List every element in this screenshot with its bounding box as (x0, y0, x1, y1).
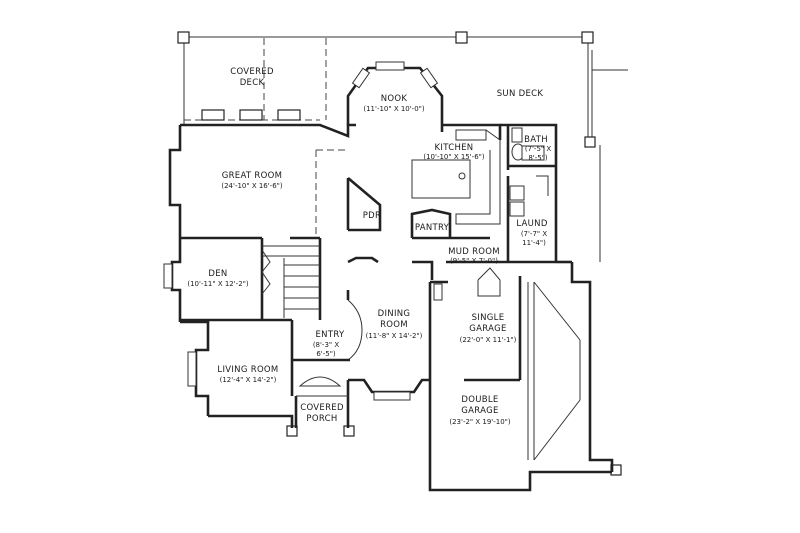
room-label-text: SUN DECK (497, 89, 544, 99)
covered-porch-label: COVERED PORCH (300, 403, 344, 424)
room-label-text: DECK (240, 78, 265, 88)
sun-deck-label: SUN DECK (497, 89, 544, 99)
room-label-text: (11'-8" X 14'-2") (366, 332, 423, 340)
room-label-text: (10'-11" X 12'-2") (187, 280, 248, 288)
kitchen-label: KITCHEN (10'-10" X 15'-6") (423, 143, 484, 161)
room-labels: COVERED DECK NOOK (11'-10" X 10'-0") SUN… (187, 67, 551, 426)
room-label-text: KITCHEN (435, 143, 474, 153)
room-label-text: (11'-10" X 10'-0") (363, 105, 424, 113)
room-label-text: (12'-4" X 14'-2") (220, 376, 277, 384)
room-label-text: DINING (378, 309, 411, 319)
nook-label: NOOK (11'-10" X 10'-0") (363, 94, 424, 113)
room-label-text: PDR (363, 211, 381, 221)
room-label-text: LIVING ROOM (217, 365, 278, 375)
room-label-text: (24'-10" X 16'-6") (221, 182, 282, 190)
covered-deck-label: COVERED DECK (230, 67, 274, 88)
living-room-label: LIVING ROOM (12'-4" X 14'-2") (217, 365, 278, 384)
double-garage-label: DOUBLE GARAGE (23'-2" X 19'-10") (449, 395, 510, 426)
room-label-text: COVERED (230, 67, 274, 77)
room-label-text: (23'-2" X 19'-10") (449, 418, 510, 426)
room-label-text: GARAGE (461, 406, 498, 416)
entry-label: ENTRY (8'-3" X 6'-5") (313, 330, 345, 358)
interior-walls (180, 125, 581, 461)
room-label-text: PANTRY (415, 223, 450, 233)
room-label-text: ROOM (380, 320, 408, 330)
room-label-text: GARAGE (469, 324, 506, 334)
single-garage-label: SINGLE GARAGE (22'-0" X 11'-1") (460, 313, 517, 344)
pantry-label: PANTRY (415, 223, 450, 233)
room-label-text: (7'-7" X (521, 230, 548, 238)
bath-label: BATH (7'-5" X 8'-5") (524, 135, 551, 162)
deck-outlines (183, 36, 628, 262)
room-label-text: (9'-5" X 7'-0") (450, 257, 498, 265)
dining-room-label: DINING ROOM (11'-8" X 14'-2") (366, 309, 423, 340)
window-marks (163, 61, 439, 401)
great-room-label: GREAT ROOM (24'-10" X 16'-6") (221, 171, 282, 190)
room-label-text: PORCH (306, 414, 337, 424)
room-label-text: 8'-5") (528, 154, 548, 162)
deck-posts (177, 31, 622, 476)
laund-label: LAUND (7'-7" X 11'-4") (516, 219, 548, 247)
room-label-text: 11'-4") (522, 239, 546, 247)
room-label-text: BATH (524, 135, 548, 145)
room-label-text: DOUBLE (461, 395, 498, 405)
room-label-text: MUD ROOM (448, 247, 500, 257)
room-label-text: COVERED (300, 403, 344, 413)
room-label-text: 6'-5") (316, 350, 336, 358)
room-label-text: LAUND (516, 219, 548, 229)
mud-room-label: MUD ROOM (9'-5" X 7'-0") (448, 247, 500, 265)
pdr-label: PDR (363, 211, 381, 221)
exterior-walls (168, 66, 614, 492)
den-label: DEN (10'-11" X 12'-2") (187, 269, 248, 288)
room-label-text: (7'-5" X (525, 145, 552, 153)
room-label-text: (22'-0" X 11'-1") (460, 336, 517, 344)
room-label-text: NOOK (381, 94, 408, 104)
room-label-text: GREAT ROOM (222, 171, 283, 181)
room-label-text: (10'-10" X 15'-6") (423, 153, 484, 161)
room-label-text: SINGLE (472, 313, 505, 323)
room-label-text: (8'-3" X (313, 341, 340, 349)
room-label-text: DEN (208, 269, 227, 279)
room-label-text: ENTRY (316, 330, 345, 340)
